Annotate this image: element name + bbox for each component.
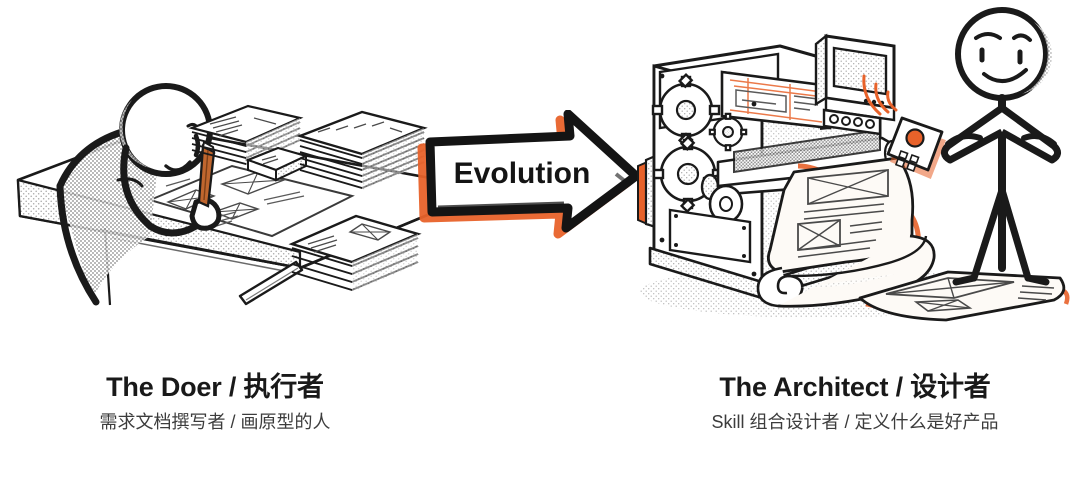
document-stack-front [288,214,422,292]
control-monitor [814,33,896,122]
signal-waves [862,74,898,116]
printed-sheet [858,270,1070,322]
right-title: The Architect / 设计者 [719,372,991,402]
architect-illustration [637,7,1070,322]
evolution-arrow-panel: Evolution [410,0,645,477]
arrow-body [425,110,641,233]
left-title: The Doer / 执行者 [106,372,324,402]
arrow-label: Evolution [454,157,591,190]
evolution-arrow: Evolution [417,110,641,239]
left-scene-panel: The Doer / 执行者 需求文档撰写者 / 画原型的人 [0,0,430,477]
figure-doer [56,83,222,306]
pencil-in-hand [197,140,216,208]
control-buttons [822,108,882,136]
remote-power-button [905,128,925,148]
figure-architect [941,7,1061,286]
doer-illustration [16,83,430,306]
right-scene-panel: The Architect / 设计者 Skill 组合设计者 / 定义什么是好… [630,0,1080,477]
right-subtitle: Skill 组合设计者 / 定义什么是好产品 [711,412,999,433]
document-stack-tall [296,110,428,190]
left-caption: The Doer / 执行者 需求文档撰写者 / 画原型的人 [0,372,430,434]
left-subtitle: 需求文档撰写者 / 画原型的人 [99,412,331,433]
right-caption: The Architect / 设计者 Skill 组合设计者 / 定义什么是好… [630,372,1080,434]
document-stack-back [188,104,304,166]
printed-scroll [756,156,936,308]
remote-control [886,116,946,179]
small-book [244,146,310,182]
